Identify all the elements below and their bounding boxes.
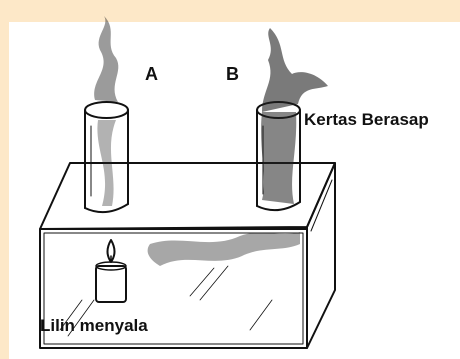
smoke-above-b [262,28,328,112]
smoke-above-a [94,16,118,102]
smoke-in-box [148,232,300,266]
box-side [307,163,335,348]
candle [96,240,126,302]
chimney-b-label: B [226,64,239,85]
chimney-a-label: A [145,64,158,85]
smoking-paper-label: Kertas Berasap [304,110,429,130]
lit-candle-label: Lilin menyala [40,316,148,336]
smoke-in-chimney-b [261,112,296,204]
